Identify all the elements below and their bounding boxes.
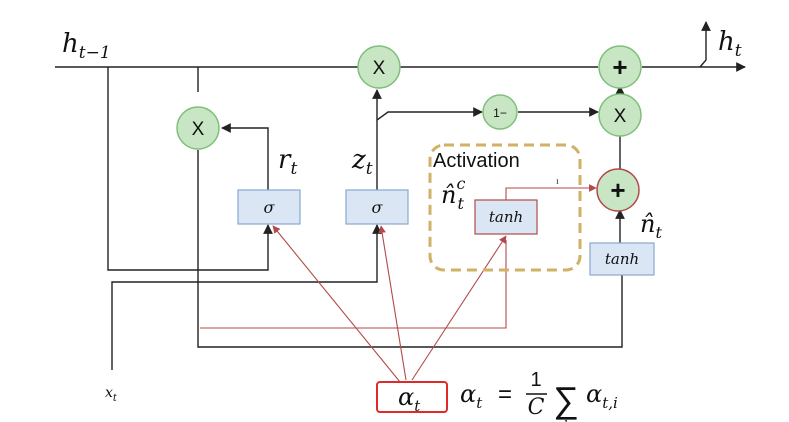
black-wiring bbox=[55, 21, 746, 370]
svg-text:X: X bbox=[192, 119, 205, 140]
activation-box bbox=[428, 143, 582, 272]
svg-text:1: 1 bbox=[530, 369, 541, 391]
svg-text:αt: αt bbox=[398, 383, 421, 415]
sigma-gate-z: σ bbox=[345, 189, 409, 225]
svg-text:αt,i: αt,i bbox=[586, 380, 618, 412]
plus-op-top: + bbox=[598, 45, 642, 89]
svg-text:tanh: tanh bbox=[489, 208, 523, 226]
mult-op-reset: X bbox=[176, 106, 220, 150]
svg-text:X: X bbox=[614, 106, 627, 127]
svg-text:+: + bbox=[612, 52, 627, 82]
svg-text:C: C bbox=[528, 395, 545, 420]
plus-op-mid: + bbox=[596, 168, 640, 212]
x-label: xt bbox=[105, 385, 118, 404]
alpha-equation: αt = 1 C ∑ i αt,i bbox=[460, 369, 618, 422]
sigma-gate-r: σ bbox=[237, 189, 301, 225]
one-minus-op: 1− bbox=[482, 94, 518, 130]
alpha-box: αt bbox=[376, 381, 448, 415]
svg-text:+: + bbox=[610, 175, 625, 205]
mult-op-top: X bbox=[357, 45, 401, 89]
svg-text:i: i bbox=[564, 416, 568, 422]
svg-text:∑: ∑ bbox=[553, 379, 579, 420]
tanh-gate-output: tanh bbox=[589, 242, 655, 276]
z-label: zt bbox=[351, 145, 373, 179]
mult-op-right: X bbox=[598, 93, 642, 137]
h-out-label: ht bbox=[718, 27, 742, 61]
tanh-gate-activation: tanh bbox=[474, 199, 538, 235]
svg-text:αt: αt bbox=[460, 380, 483, 412]
svg-text:X: X bbox=[373, 58, 386, 79]
svg-text:σ: σ bbox=[372, 198, 384, 217]
svg-text:tanh: tanh bbox=[605, 250, 639, 268]
tiny-mark: ι bbox=[556, 177, 559, 186]
svg-text:σ: σ bbox=[264, 198, 276, 217]
h-prev-label: ht−1 bbox=[62, 29, 111, 63]
activation-label: Activation bbox=[433, 150, 520, 172]
r-label: rt bbox=[278, 145, 297, 179]
svg-text:=: = bbox=[498, 381, 512, 408]
svg-text:1−: 1− bbox=[493, 106, 507, 120]
nhat-label: n̂t bbox=[640, 210, 662, 242]
